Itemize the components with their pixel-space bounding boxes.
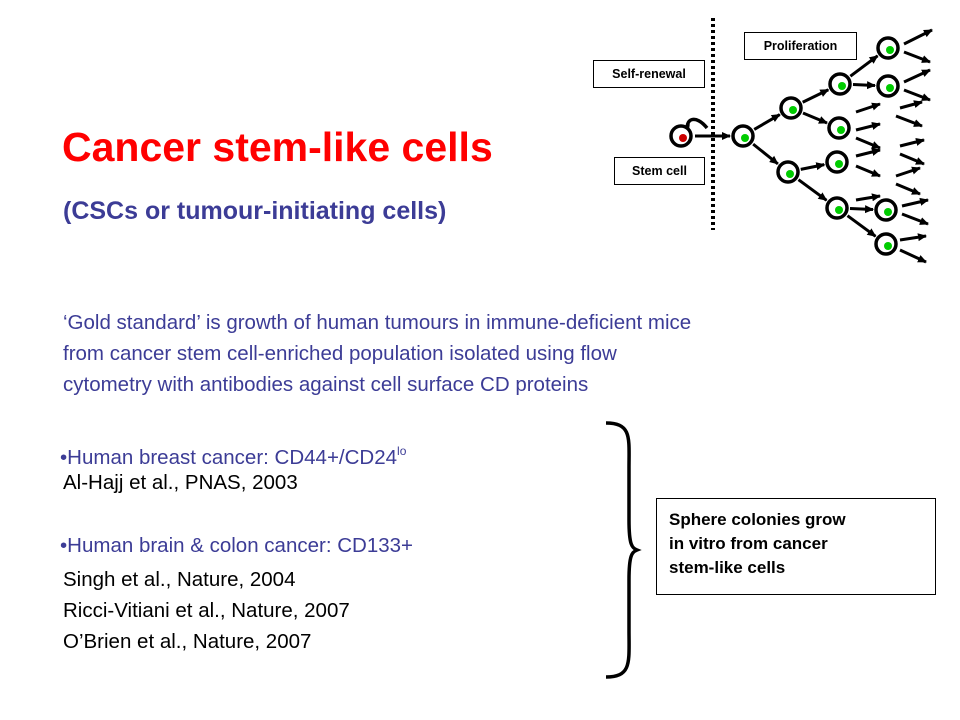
gold-standard-paragraph: ‘Gold standard’ is growth of human tumou… xyxy=(63,307,903,400)
lineage-arrow xyxy=(797,178,828,202)
breast-cancer-bullet: •Human breast cancer: CD44+/CD24lo xyxy=(60,436,406,473)
lineage-arrow xyxy=(903,68,931,84)
slide-title: Cancer stem-like cells xyxy=(62,124,493,170)
daughter-cell-nucleus xyxy=(886,46,894,54)
lineage-arrow xyxy=(899,100,923,110)
cd24-superscript: lo xyxy=(397,444,407,458)
lineage-arrow xyxy=(753,113,781,131)
lineage-arrow xyxy=(855,136,881,150)
lineage-arrow xyxy=(895,182,921,196)
daughter-cell-nucleus xyxy=(837,126,845,134)
brain-colon-cancer-bullet: •Human brain & colon cancer: CD133+ xyxy=(60,534,414,557)
lineage-arrow xyxy=(855,193,881,202)
lineage-arrow xyxy=(899,248,927,264)
lineage-arrow xyxy=(846,214,877,238)
daughter-cell-nucleus xyxy=(835,206,843,214)
lineage-arrow xyxy=(899,138,925,148)
daughter-cell-nucleus xyxy=(838,82,846,90)
daughter-cell-nucleus xyxy=(835,160,843,168)
lineage-arrow xyxy=(849,205,875,214)
lineage-arrow xyxy=(855,164,881,178)
stem-cell-nucleus xyxy=(679,134,687,142)
lineage-arrow xyxy=(903,28,933,46)
sphere-note-line: Sphere colonies grow xyxy=(669,510,846,529)
sphere-note-line: in vitro from cancer xyxy=(669,534,828,553)
gold-standard-line: from cancer stem cell-enriched populatio… xyxy=(63,342,617,365)
lineage-arrow xyxy=(855,122,881,132)
gold-standard-line: cytometry with antibodies against cell s… xyxy=(63,373,589,396)
proliferation-label: Proliferation xyxy=(744,32,857,60)
brain-colon-reference: Singh et al., Nature, 2004 xyxy=(63,568,296,591)
brain-colon-reference: Ricci-Vitiani et al., Nature, 2007 xyxy=(63,599,350,622)
lineage-arrow xyxy=(800,162,826,171)
self-renewal-label: Self-renewal xyxy=(593,60,705,88)
breast-cancer-text: •Human breast cancer: CD44+/CD24 xyxy=(60,446,398,469)
lineage-arrow xyxy=(903,88,931,102)
sphere-note-line: stem-like cells xyxy=(669,558,786,577)
daughter-cell-nucleus xyxy=(884,208,892,216)
daughter-cell-nucleus xyxy=(886,84,894,92)
curly-brace-icon xyxy=(605,421,642,679)
daughter-cell-nucleus xyxy=(741,134,749,142)
lineage-arrow xyxy=(752,142,779,166)
sphere-colonies-note: Sphere colonies grow in vitro from cance… xyxy=(656,498,936,595)
lineage-arrow xyxy=(899,152,925,166)
lineage-arrow xyxy=(901,197,929,208)
lineage-arrow xyxy=(855,148,881,158)
lineage-arrow xyxy=(895,114,923,128)
daughter-cell-nucleus xyxy=(786,170,794,178)
lineage-arrow xyxy=(855,102,881,114)
gold-standard-line: ‘Gold standard’ is growth of human tumou… xyxy=(63,311,692,334)
lineage-arrow xyxy=(852,81,877,90)
lineage-arrow xyxy=(802,88,830,104)
stem-cell-label: Stem cell xyxy=(614,157,705,185)
lineage-arrow xyxy=(901,212,929,226)
slide-subtitle: (CSCs or tumour-initiating cells) xyxy=(63,197,447,225)
cell-lineage-layer xyxy=(669,28,933,264)
lineage-arrow xyxy=(899,233,927,242)
lineage-arrow xyxy=(849,54,879,78)
breast-cancer-reference: Al-Hajj et al., PNAS, 2003 xyxy=(63,471,298,494)
daughter-cell-nucleus xyxy=(789,106,797,114)
lineage-arrow xyxy=(903,50,931,64)
daughter-cell-nucleus xyxy=(884,242,892,250)
lineage-arrow xyxy=(802,111,828,125)
lineage-arrow xyxy=(895,166,921,178)
brain-colon-reference: O’Brien et al., Nature, 2007 xyxy=(63,630,312,653)
